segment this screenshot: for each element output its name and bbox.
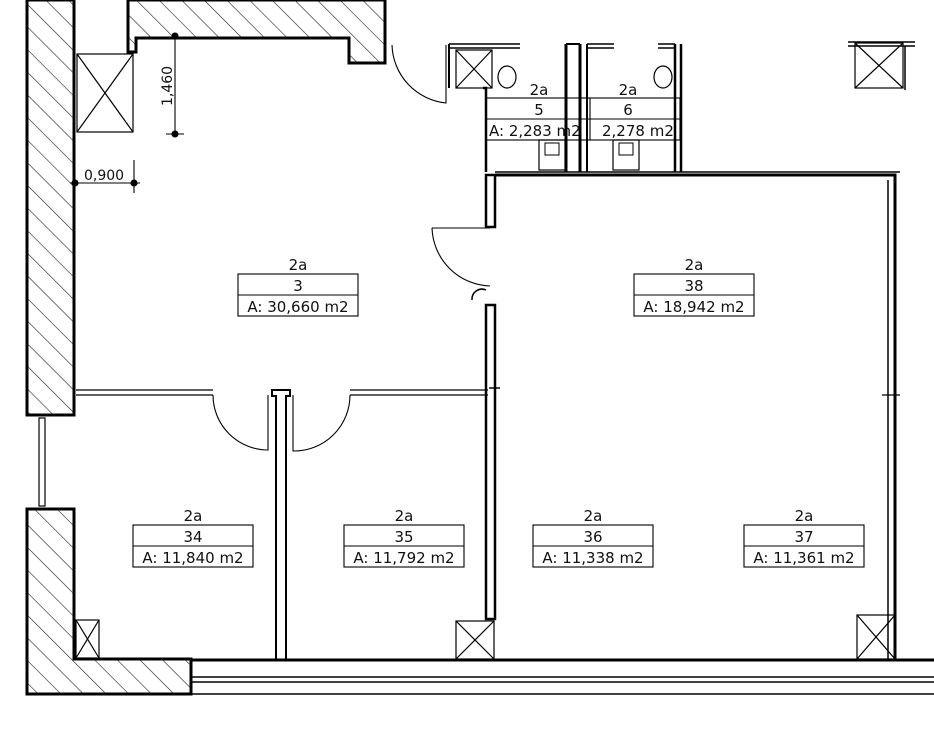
room-tag-37: 2a 37 A: 11,361 m2 xyxy=(753,507,854,567)
room-tag-6: 2a 6 2,278 m2 xyxy=(602,81,674,140)
door-arc-room34 xyxy=(212,394,269,451)
room-tag-36: 2a 36 A: 11,338 m2 xyxy=(542,507,643,567)
room-zone: 2a xyxy=(584,507,603,525)
partitions xyxy=(76,41,934,695)
room-number: 35 xyxy=(394,528,413,546)
room-number: 37 xyxy=(794,528,813,546)
room-tags xyxy=(132,97,865,568)
left-wall-lower xyxy=(25,507,193,696)
shafts xyxy=(75,42,904,660)
room-number: 6 xyxy=(623,101,633,119)
room-zone: 2a xyxy=(619,81,638,99)
room-area: A: 11,792 m2 xyxy=(353,549,454,567)
room-tag-34: 2a 34 A: 11,840 m2 xyxy=(142,507,243,567)
room-zone: 2a xyxy=(685,256,704,274)
door-arc-top xyxy=(391,44,447,104)
room-area: A: 30,660 m2 xyxy=(247,298,348,316)
door-arc-room35 xyxy=(292,394,351,452)
shaft-bottom-right xyxy=(856,614,896,660)
room-tag-5: 2a 5 A: 2,283 m2 xyxy=(489,81,581,140)
shaft-bottom-mid xyxy=(455,620,495,660)
room-area: A: 11,361 m2 xyxy=(753,549,854,567)
door-arc-room3 xyxy=(431,227,491,287)
shaft-bottom-left xyxy=(75,619,100,659)
dimension-1460: 1,460 xyxy=(160,66,176,106)
dimension-lines xyxy=(70,32,184,193)
room-number: 36 xyxy=(583,528,602,546)
room-zone: 2a xyxy=(795,507,814,525)
left-wall-upper xyxy=(25,0,76,417)
shaft-top-left xyxy=(76,53,134,133)
room-zone: 2a xyxy=(395,507,414,525)
room-number: 38 xyxy=(684,277,703,295)
room-area: A: 11,840 m2 xyxy=(142,549,243,567)
top-wall xyxy=(126,0,387,65)
room-tag-3: 2a 3 A: 30,660 m2 xyxy=(247,256,348,316)
room-zone: 2a xyxy=(184,507,203,525)
room-number: 34 xyxy=(183,528,202,546)
room-number: 5 xyxy=(534,101,544,119)
room-area: A: 18,942 m2 xyxy=(643,298,744,316)
room-tag-35: 2a 35 A: 11,792 m2 xyxy=(353,507,454,567)
dimension-0900: 0,900 xyxy=(84,168,124,184)
shaft-wc xyxy=(455,49,493,89)
room-tag-38: 2a 38 A: 18,942 m2 xyxy=(643,256,744,316)
room-zone: 2a xyxy=(289,256,308,274)
room-number: 3 xyxy=(293,277,303,295)
room-area: A: 11,338 m2 xyxy=(542,549,643,567)
shaft-top-right xyxy=(854,42,904,89)
window-frame-left xyxy=(38,417,46,507)
room-zone: 2a xyxy=(530,81,549,99)
room-area: A: 2,283 m2 xyxy=(489,122,581,140)
doors xyxy=(212,44,491,452)
room-area: 2,278 m2 xyxy=(602,122,674,140)
